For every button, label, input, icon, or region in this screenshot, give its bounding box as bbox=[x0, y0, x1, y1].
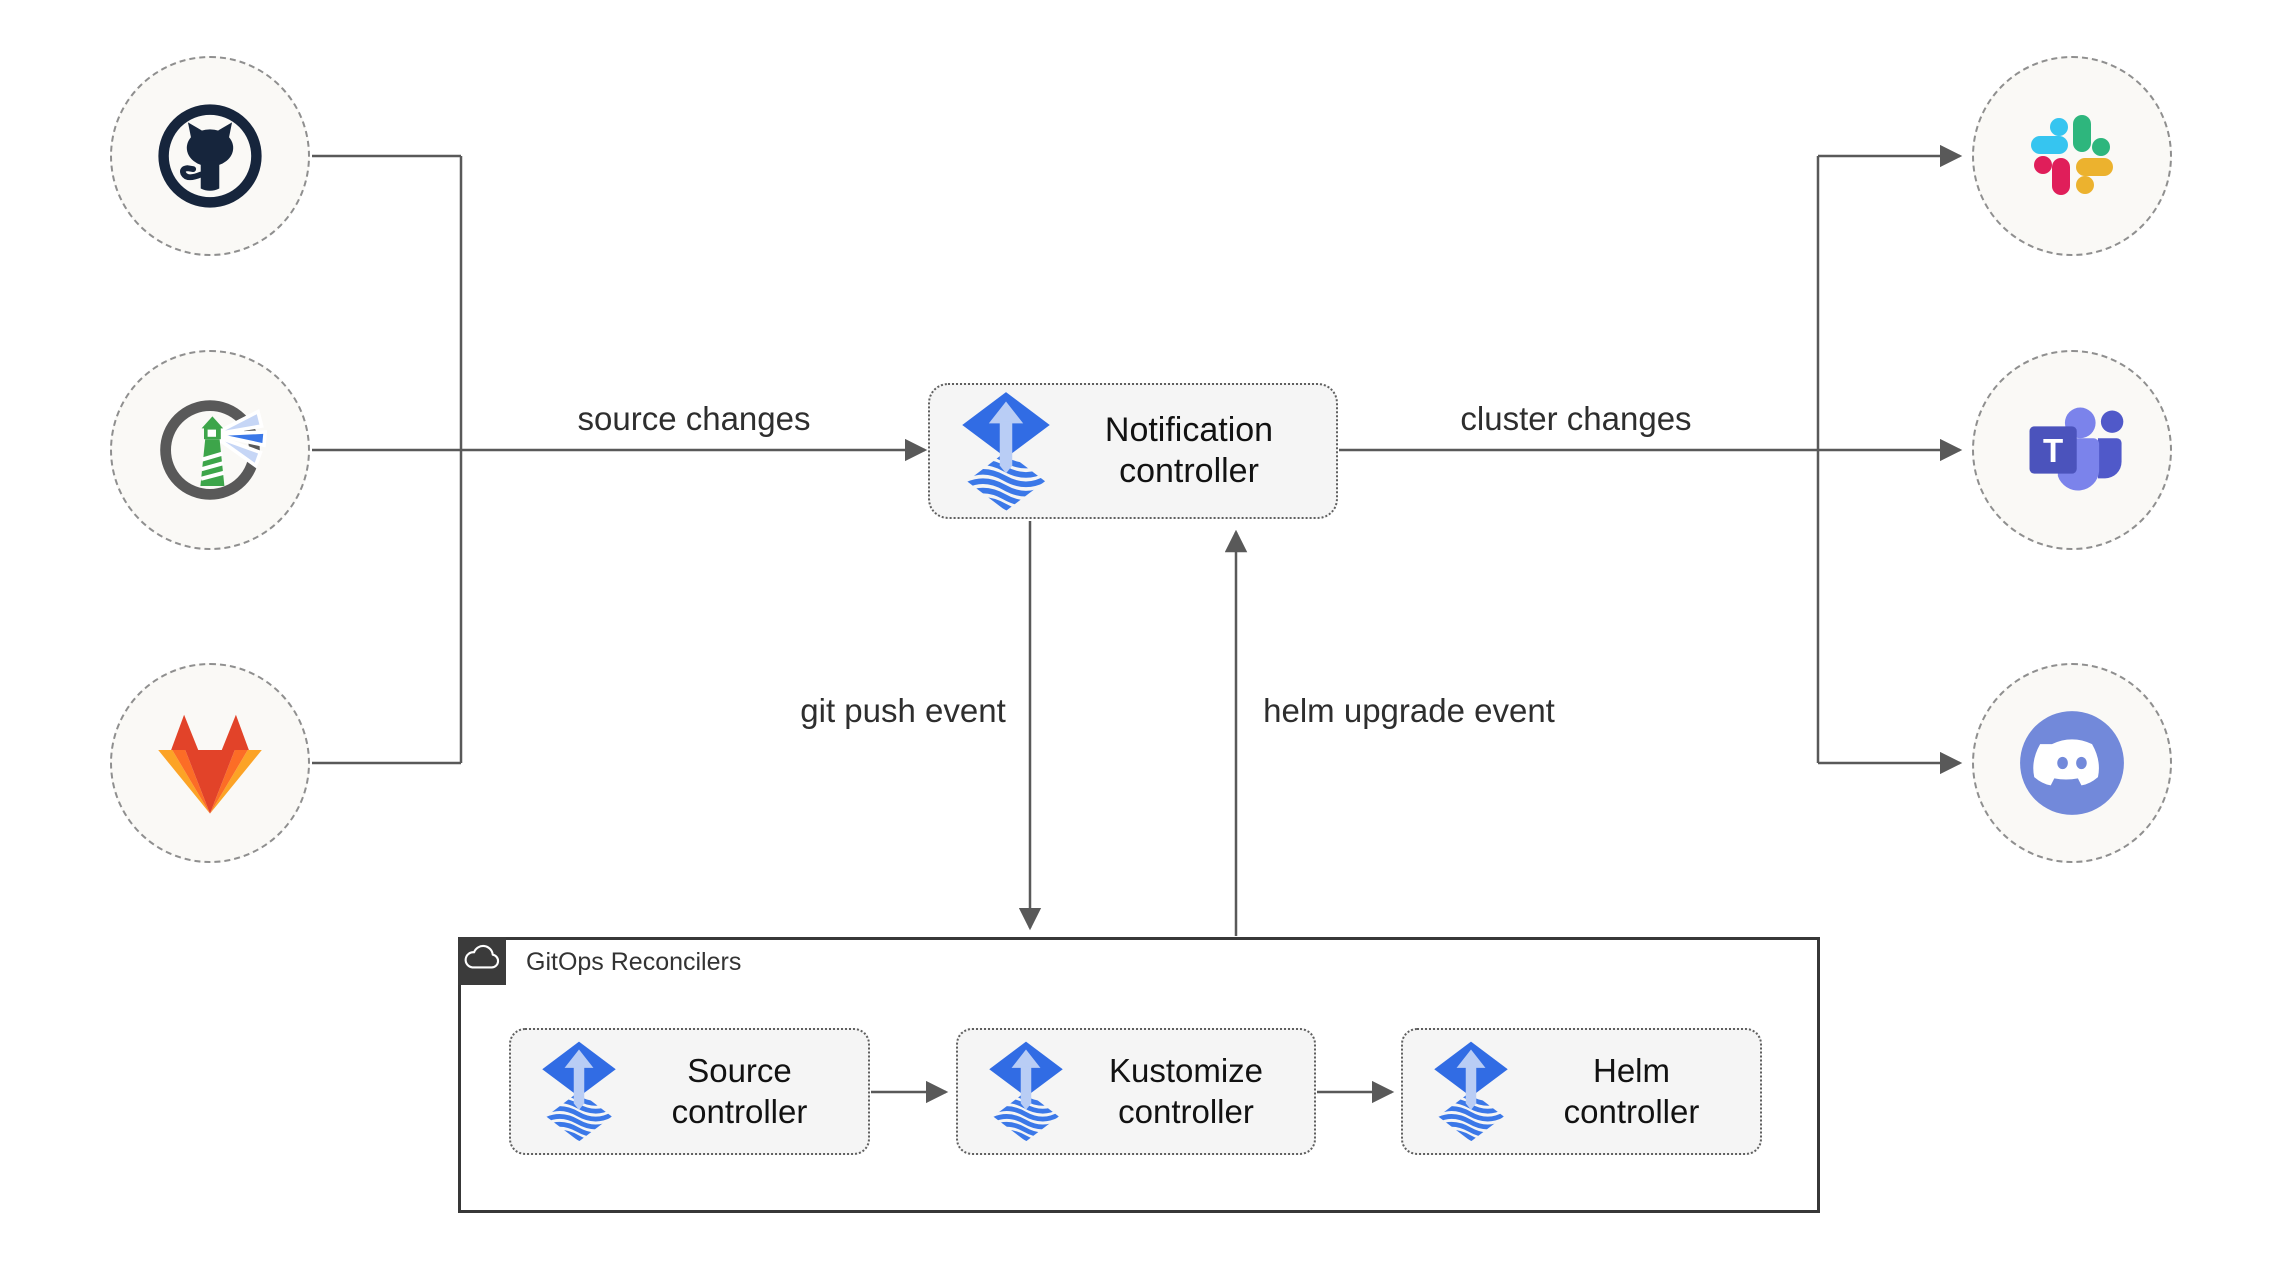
target-node-slack bbox=[1972, 56, 2172, 256]
slack-icon bbox=[2031, 115, 2113, 195]
cloud-icon bbox=[464, 944, 500, 969]
flux-icon bbox=[537, 1039, 621, 1144]
helm-controller-node: Helm controller bbox=[1401, 1028, 1762, 1155]
gitlab-icon bbox=[158, 714, 262, 814]
flux-icon bbox=[984, 1039, 1068, 1144]
edge-label-cluster-changes: cluster changes bbox=[1454, 400, 1698, 438]
kustomize-controller-node: Kustomize controller bbox=[956, 1028, 1316, 1155]
notification-controller-label: Notification controller bbox=[1104, 410, 1274, 490]
gitops-reconcilers-badge bbox=[458, 937, 506, 985]
target-node-discord bbox=[1972, 663, 2172, 863]
helm-controller-label: Helm controller bbox=[1563, 1052, 1700, 1130]
source-node-gitlab bbox=[110, 663, 310, 863]
kustomize-controller-label: Kustomize controller bbox=[1108, 1052, 1264, 1130]
edge-label-source-changes: source changes bbox=[571, 400, 817, 438]
gitops-reconcilers-container bbox=[458, 937, 1820, 1213]
flux-icon bbox=[956, 389, 1056, 514]
target-node-teams: T bbox=[1972, 350, 2172, 550]
teams-icon: T bbox=[2029, 407, 2124, 491]
svg-text:T: T bbox=[2043, 432, 2063, 469]
edge-label-helm-upgrade-event: helm upgrade event bbox=[1257, 692, 1561, 730]
harbor-icon bbox=[160, 400, 268, 500]
edge-label-git-push-event: git push event bbox=[794, 692, 1012, 730]
source-node-harbor bbox=[110, 350, 310, 550]
flux-icon bbox=[1429, 1039, 1513, 1144]
github-icon bbox=[158, 104, 262, 208]
source-controller-label: Source controller bbox=[671, 1052, 808, 1130]
gitops-reconcilers-title: GitOps Reconcilers bbox=[526, 948, 742, 976]
discord-icon bbox=[2020, 711, 2124, 815]
notification-controller-node: Notification controller bbox=[928, 383, 1338, 519]
source-controller-node: Source controller bbox=[509, 1028, 870, 1155]
source-node-github bbox=[110, 56, 310, 256]
